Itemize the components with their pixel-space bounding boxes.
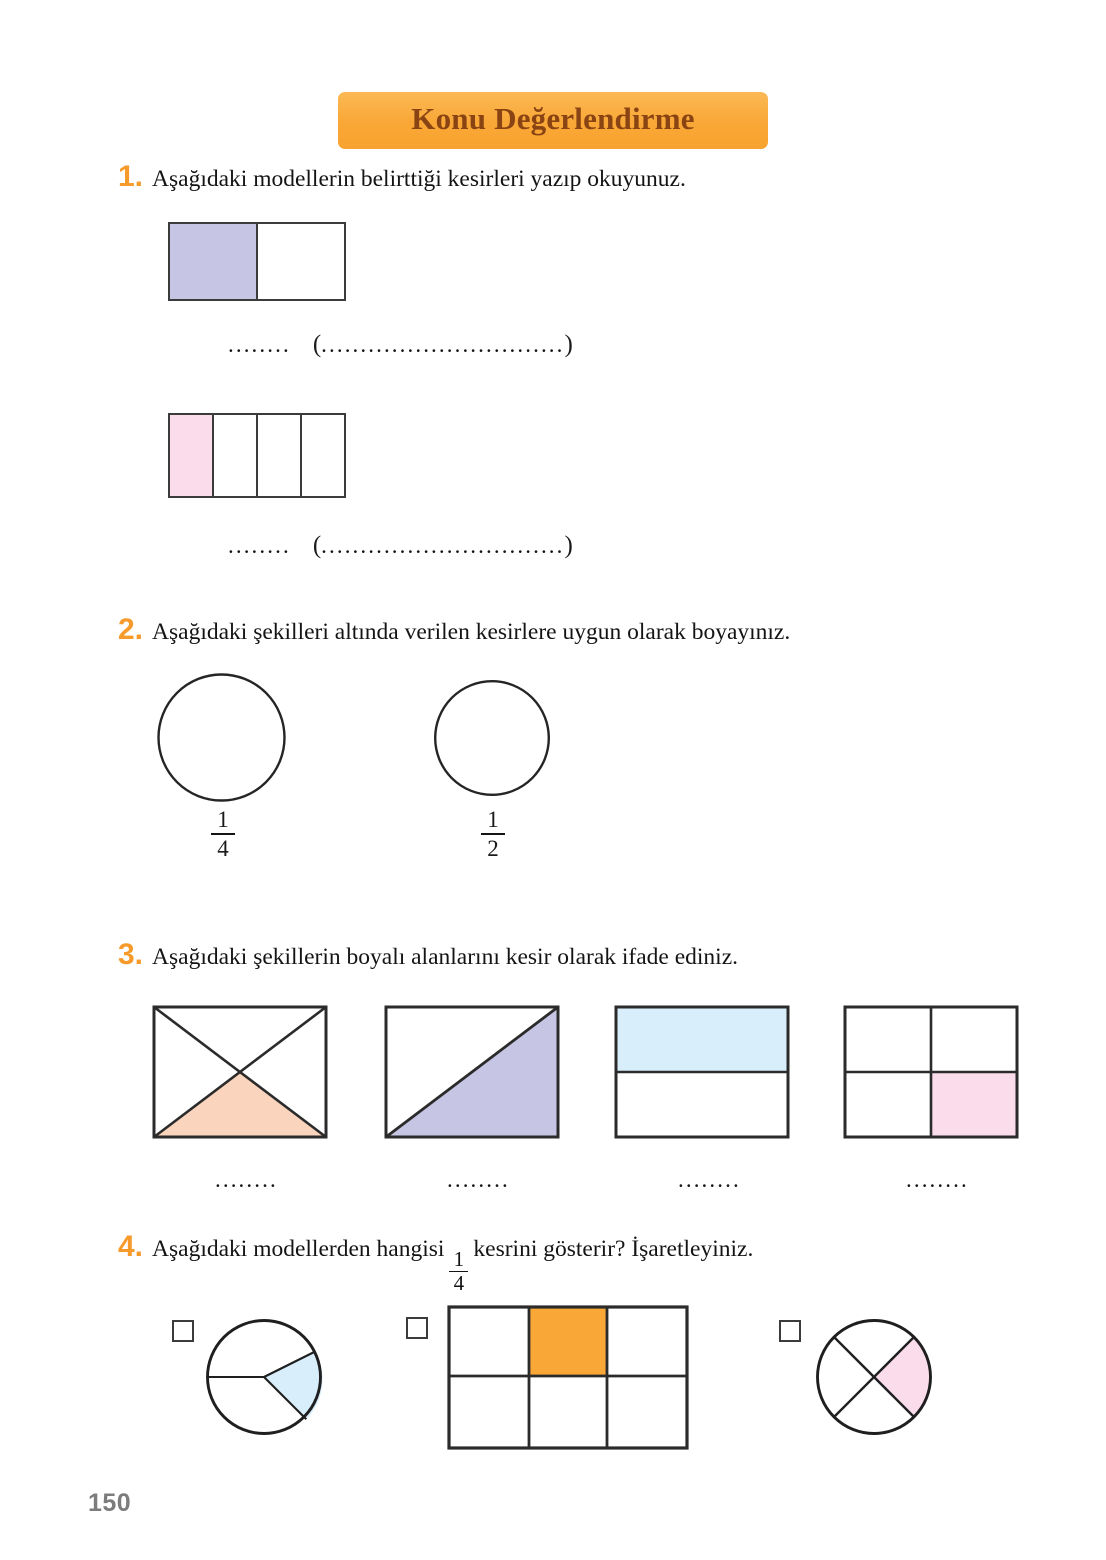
header-banner-wrapper: Konu Değerlendirme <box>0 92 1106 150</box>
rect-cell-empty[interactable] <box>256 415 300 496</box>
shaded-quarter <box>931 1072 1017 1137</box>
question-3-answer-3[interactable]: ........ <box>678 1167 741 1192</box>
question-3-answer-4[interactable]: ........ <box>906 1167 969 1192</box>
rect-cell-empty[interactable] <box>300 415 344 496</box>
question-2-heading: 2. Aşağıdaki şekilleri altında verilen k… <box>118 615 1018 647</box>
shaded-sector <box>264 1351 323 1420</box>
option-3-checkbox[interactable] <box>779 1320 801 1342</box>
fraction-numerator: 1 <box>487 807 499 832</box>
question-1-answer-line-2[interactable]: ........ ( .............................… <box>228 533 573 558</box>
page-title: Konu Değerlendirme <box>411 101 695 136</box>
quarter-rectangle-model[interactable] <box>168 413 346 498</box>
fraction-numerator: 1 <box>453 1246 465 1271</box>
option-circle-quarters[interactable] <box>815 1318 933 1436</box>
fraction-denominator: 2 <box>487 835 499 861</box>
question-1-text: Aşağıdaki modellerin belirttiği kesirler… <box>152 166 686 192</box>
question-1-answer-line-1[interactable]: ........ ( .............................… <box>228 332 573 357</box>
answer-blank-short[interactable]: ........ <box>228 533 291 558</box>
option-1-checkbox[interactable] <box>172 1320 194 1342</box>
question-4-text-after: kesrini gösterir? İşaretleyiniz. <box>473 1236 754 1262</box>
option-2-checkbox[interactable] <box>406 1317 428 1339</box>
page-number: 150 <box>88 1489 132 1517</box>
rect-quarters-bottom-right-shaded[interactable] <box>843 1005 1019 1139</box>
shaded-triangle <box>154 1072 326 1137</box>
shaded-half <box>616 1007 788 1072</box>
question-3-answer-2[interactable]: ........ <box>447 1167 510 1192</box>
rect-cell-shaded[interactable] <box>170 224 256 299</box>
fraction-one-quarter: 1 4 <box>211 808 235 860</box>
question-3-number: 3. <box>118 938 144 971</box>
circle-one-quarter[interactable] <box>155 671 288 804</box>
answer-blank-short[interactable]: ........ <box>228 332 291 357</box>
option-grid-six-cells[interactable] <box>447 1305 689 1450</box>
question-2-number: 2. <box>118 613 144 646</box>
question-1-number: 1. <box>118 160 144 193</box>
question-3: 3. Aşağıdaki şekillerin boyalı alanların… <box>118 940 1018 972</box>
close-paren: ) <box>564 532 573 559</box>
fraction-one-half: 1 2 <box>481 808 505 860</box>
question-4-text-before: Aşağıdaki modellerden hangisi <box>152 1236 445 1262</box>
open-paren: ( <box>312 331 322 358</box>
shaded-cell <box>529 1307 607 1376</box>
question-2-text: Aşağıdaki şekilleri altında verilen kesi… <box>152 619 791 645</box>
question-3-answer-1[interactable]: ........ <box>215 1167 278 1192</box>
rect-cell-empty[interactable] <box>212 415 256 496</box>
question-4-number: 4. <box>118 1230 144 1263</box>
rect-cell-empty[interactable] <box>256 224 344 299</box>
close-paren: ) <box>564 331 573 358</box>
open-paren: ( <box>312 532 322 559</box>
fraction-denominator: 4 <box>217 835 229 861</box>
answer-blank-long[interactable]: ............................... <box>321 533 565 558</box>
option-circle-thirds[interactable] <box>205 1318 323 1436</box>
circle-one-half[interactable] <box>432 678 552 798</box>
rect-cell-shaded[interactable] <box>170 415 212 496</box>
question-3-heading: 3. Aşağıdaki şekillerin boyalı alanların… <box>118 940 1018 972</box>
question-3-text: Aşağıdaki şekillerin boyalı alanlarını k… <box>152 944 739 970</box>
fraction-denominator: 4 <box>453 1271 465 1296</box>
fraction-bar <box>481 833 505 835</box>
rect-diagonal-lower-right-shaded[interactable] <box>384 1005 560 1139</box>
question-1: 1. Aşağıdaki modellerin belirttiği kesir… <box>118 162 1018 194</box>
rect-both-diagonals-bottom-shaded[interactable] <box>152 1005 328 1139</box>
fraction-numerator: 1 <box>217 807 229 832</box>
header-banner: Konu Değerlendirme <box>338 92 768 150</box>
question-2: 2. Aşağıdaki şekilleri altında verilen k… <box>118 615 1018 647</box>
fraction-bar <box>449 1270 469 1273</box>
half-rectangle-model[interactable] <box>168 222 346 301</box>
answer-blank-long[interactable]: ............................... <box>321 332 565 357</box>
question-1-heading: 1. Aşağıdaki modellerin belirttiği kesir… <box>118 162 1018 194</box>
rect-halves-top-shaded[interactable] <box>614 1005 790 1139</box>
shaded-quarter <box>874 1337 931 1417</box>
fraction-bar <box>211 833 235 835</box>
